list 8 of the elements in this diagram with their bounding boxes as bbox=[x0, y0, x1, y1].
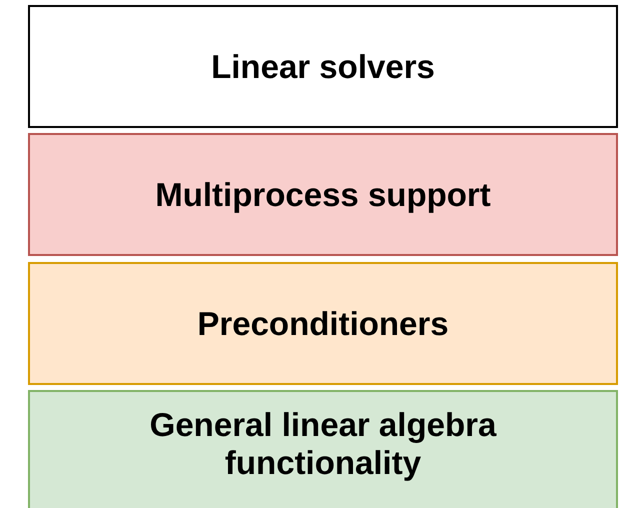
layer-label: General linear algebra functionality bbox=[148, 406, 498, 482]
layer-box bbox=[28, 262, 618, 385]
layer-box bbox=[28, 133, 618, 256]
layer-label: Linear solvers bbox=[211, 48, 435, 86]
layer-box bbox=[28, 390, 618, 508]
layer-box bbox=[28, 5, 618, 128]
layer-label: Preconditioners bbox=[197, 304, 449, 342]
layer-label: Multiprocess support bbox=[155, 176, 491, 214]
